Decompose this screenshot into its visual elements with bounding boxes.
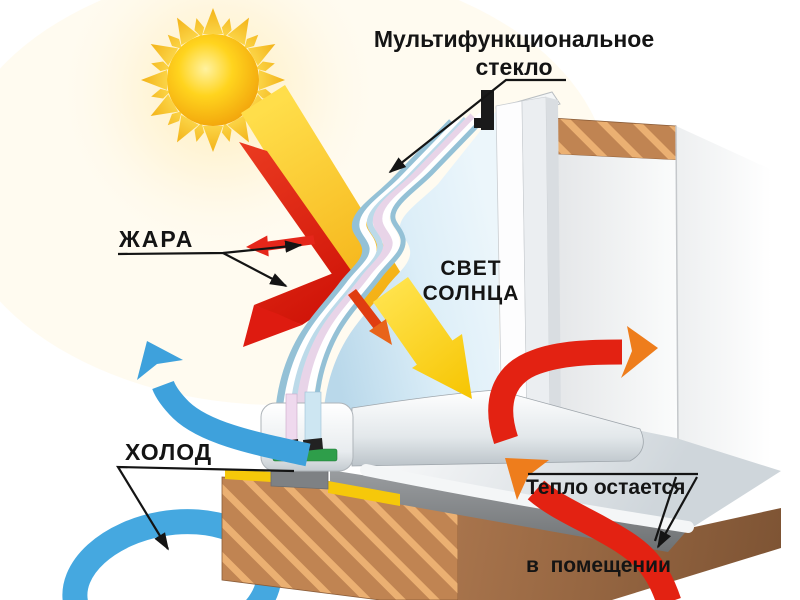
interior-heat-small-arrow-head: [369, 319, 392, 345]
light-arrow-shaft: [373, 277, 457, 372]
transmitted-light-arrow: [348, 277, 472, 399]
glass-pane-blue-section: [304, 391, 322, 445]
label-title-line1: Мультифункциональное: [373, 26, 655, 52]
warm-rise-band: [488, 339, 623, 444]
wall-hatched-band: [551, 117, 677, 161]
label-cold: ХОЛОД: [125, 439, 213, 465]
wall-section: [551, 117, 772, 482]
label-multifunctional-glass: Мультифункциональное стекло: [353, 25, 675, 81]
seal-strip-yellow-right: [328, 481, 400, 506]
cold-air-flow: [137, 341, 311, 467]
cold-arrow-head: [137, 341, 183, 380]
label-title-line2: стекло: [475, 54, 553, 80]
cold-arrow-band: [152, 380, 311, 467]
interior-heat-small-arrow-shaft: [348, 289, 382, 329]
label-sunlight-line2: СОЛНЦА: [422, 282, 520, 305]
sun-icon: [141, 8, 285, 152]
wall-corner-line: [675, 125, 679, 449]
warm-return-band: [527, 480, 681, 600]
leader-cold: [116, 465, 295, 551]
wall-side-face: [676, 126, 772, 482]
warm-rise-head: [621, 326, 658, 378]
glass-pane-pink-section: [285, 393, 298, 447]
label-warmth-line1: Тепло остается: [526, 476, 686, 499]
label-heat: ЖАРА: [119, 226, 195, 252]
label-warmth-stays: Тепло остается в помещении: [526, 423, 685, 600]
sill-front-lip: [360, 464, 694, 533]
reflected-heat-band: [254, 272, 364, 325]
warm-return-head: [505, 458, 549, 500]
leader-title: [388, 78, 566, 174]
sun-rays: [141, 8, 285, 152]
heat-ray-red: [239, 142, 362, 286]
leader-lines: [116, 78, 698, 551]
label-warmth-line2: в помещении: [526, 554, 671, 577]
frame-lock-stub: [474, 118, 482, 128]
light-arrow-head: [412, 334, 472, 399]
leader-warm-line1: [657, 476, 698, 549]
warm-air-flow: [488, 326, 681, 600]
reflected-heat-head: [243, 305, 302, 347]
sun-disc: [167, 34, 259, 126]
seal-strip-yellow-left: [225, 469, 271, 482]
wall-front-face: [552, 154, 678, 448]
label-sunlight-line1: СВЕТ: [440, 257, 502, 280]
label-sunlight: СВЕТ СОЛНЦА: [408, 256, 534, 306]
leader-heat-lower: [222, 252, 288, 287]
frame-lock-bar: [481, 90, 494, 130]
